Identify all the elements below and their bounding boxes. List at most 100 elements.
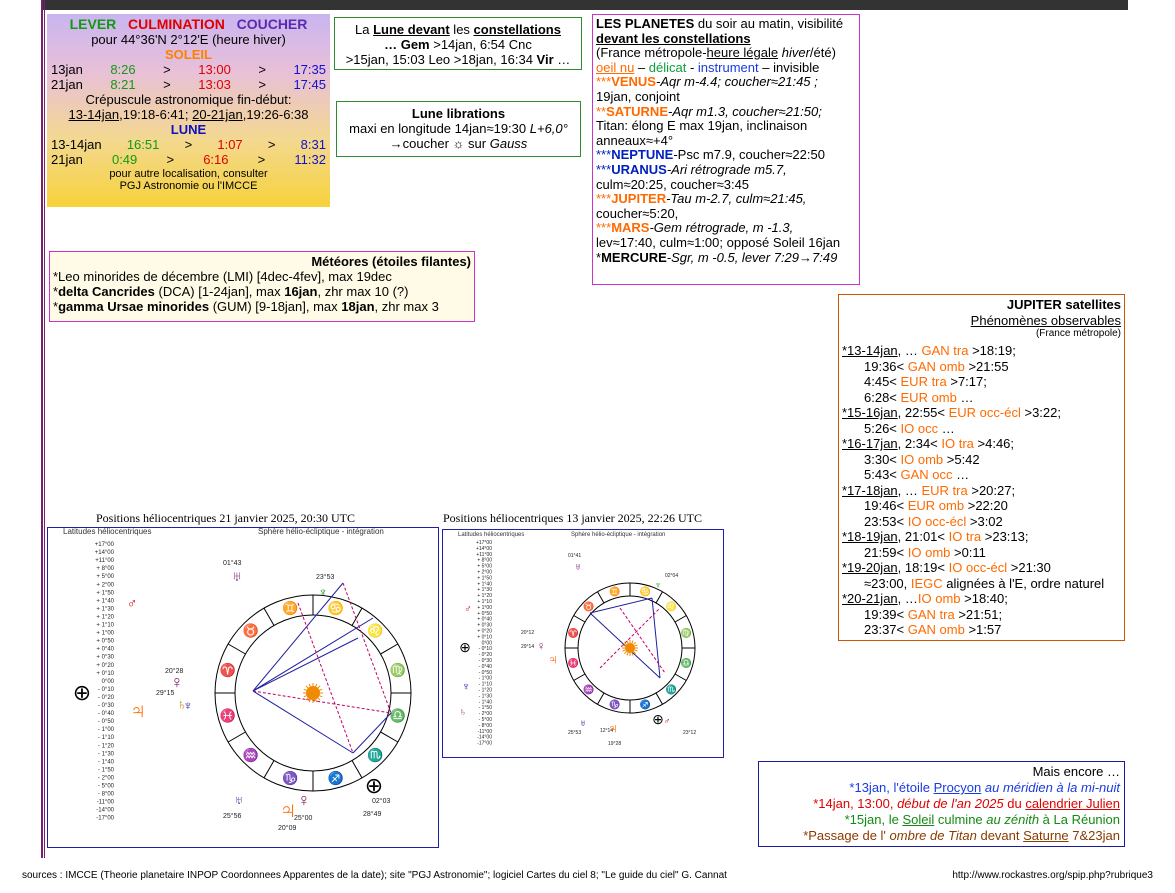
zodiac-sign: ♈ (220, 663, 236, 678)
mars-icon: ♂ (464, 604, 472, 615)
latitude-tick: +17°00 (95, 542, 115, 548)
lune-sep2: > (267, 137, 276, 152)
longitude-label: 12°14 (600, 728, 613, 734)
zodiac-sign: ♎ (390, 708, 406, 723)
neptune-small-icon: ♆ (462, 681, 470, 693)
lune-coucher: 11:32 (294, 152, 326, 167)
venus-icon: ♀ (537, 639, 546, 653)
longitude-label: 29°15 (156, 689, 174, 697)
longitude-label: 23°12 (683, 730, 696, 736)
zodiac-sign: ♑ (609, 699, 620, 710)
latitude-tick: + 8°00 (96, 566, 114, 572)
longitude-label: 25°00 (294, 814, 312, 822)
mars-small-icon: ♂ (664, 716, 671, 726)
jupiter-event-line: 5:43< GAN occ … (864, 467, 970, 482)
orbit-line (252, 690, 392, 714)
lune-title: LUNE (170, 122, 207, 137)
latitude-tick: + 0°30 (477, 623, 492, 629)
soleil-sep2: > (258, 62, 266, 77)
latitude-tick: - 2°00 (98, 775, 115, 781)
latitude-tick: - 8°00 (479, 723, 493, 729)
zodiac-sign: ♒ (583, 683, 594, 694)
longitude-label: 01°43 (223, 559, 241, 567)
jupiter-icon: ♃ (548, 651, 559, 667)
planets-box: LES PLANETES du soir au matin, visibilit… (592, 14, 860, 285)
sun-ray (634, 644, 638, 647)
latitude-tick: + 0°20 (96, 663, 114, 669)
more-title: Mais encore … (1032, 764, 1120, 779)
latitude-tick: - 0°10 (479, 646, 493, 652)
zodiac-sign: ♓ (568, 657, 579, 668)
orbit-line (252, 582, 344, 692)
latitude-tick: -11°00 (97, 800, 115, 806)
zodiac-sign: ♓ (220, 708, 236, 723)
latitude-tick: - 1°10 (479, 682, 493, 688)
sun-moon-box: LEVER CULMINATION COUCHER pour 44°36'N 2… (47, 14, 330, 207)
jupiter-event-line: *17-18jan, … EUR tra >20:27; (842, 482, 1016, 498)
orbit-line (252, 617, 374, 692)
left-rule-inner (44, 0, 45, 858)
latitude-tick: +14°00 (476, 546, 492, 552)
top-bar (42, 0, 1128, 10)
zodiac-sign: ♊ (609, 585, 620, 596)
latitude-tick: + 1°00 (96, 631, 114, 637)
lune-sep2: > (257, 152, 266, 167)
planet-jupiter: ***JUPITER-Tau m-2.7, culm≈21:45, (596, 191, 807, 207)
latitude-tick: - 1°50 (479, 705, 493, 711)
jupiter-event-line: 6:28< EUR omb … (864, 389, 974, 405)
longitude-label: 20°28 (165, 667, 183, 675)
jupiter-sat-subtitle: Phénomènes observables (970, 312, 1121, 328)
sun-ray (622, 644, 626, 647)
lune-culm: 1:07 (217, 137, 243, 152)
latitude-tick: - 0°10 (98, 687, 115, 693)
orbit-line (342, 582, 392, 714)
longitude-label: 25°56 (223, 812, 241, 820)
earth-small-icon: ⊕ (365, 773, 383, 798)
sun-ray (317, 697, 321, 701)
zodiac-sign: ♌ (367, 623, 383, 638)
orbit-line (651, 597, 661, 679)
soleil-coucher: 17:45 (293, 77, 326, 92)
legend: oeil nu – délicat - instrument – invisib… (596, 59, 820, 75)
lune-lever: 0:49 (111, 152, 138, 167)
zodiac-divider (573, 673, 586, 681)
hdr-coucher: COUCHER (236, 16, 308, 32)
sun-ray (626, 652, 629, 656)
soleil-culm: 13:03 (198, 77, 231, 92)
footer-url[interactable]: http://www.rockastres.org/spip.php?rubri… (952, 870, 1153, 881)
uranus-small-icon: ♅ (580, 718, 587, 728)
longitude-label: 20°09 (278, 824, 296, 832)
latitude-tick: - 0°20 (479, 652, 493, 658)
zodiac-divider (227, 643, 246, 655)
zodiac-sign: ♐ (640, 699, 651, 710)
latitude-tick: -14°00 (96, 808, 114, 814)
left-panel-title: Latitudes héliocentriques (458, 532, 524, 538)
latitude-tick: + 1°30 (477, 587, 492, 593)
latitude-tick: + 1°20 (96, 614, 114, 620)
soleil-culm: 13:00 (198, 62, 231, 77)
hdr-culmination: CULMINATION (127, 16, 225, 32)
sun-ray (317, 685, 321, 689)
zodiac-sign: ♉ (243, 623, 259, 638)
zodiac-sign: ♍ (681, 627, 692, 638)
soleil-lever: 8:21 (110, 77, 136, 92)
latitude-tick: - 0°30 (479, 658, 493, 664)
zodiac-divider (380, 643, 399, 655)
zodiac-sign: ♎ (681, 657, 692, 668)
lune-date: 13-14jan (51, 137, 102, 152)
earth-icon: ⊕ (73, 680, 91, 705)
jupiter-satellites-box: JUPITER satellites Phénomènes observable… (838, 294, 1125, 641)
latitude-tick: + 1°50 (477, 575, 492, 581)
longitude-label: 28°49 (363, 810, 381, 818)
zodiac-divider (351, 607, 363, 626)
jupiter-event-line: 19:36< GAN omb >21:55 (864, 358, 1009, 374)
latitude-tick: + 0°10 (477, 634, 492, 640)
sun-ray (303, 695, 307, 698)
left-rule (41, 0, 43, 858)
saturn-icon: ♄ (459, 707, 467, 718)
latitude-tick: + 1°40 (477, 581, 492, 587)
lune-coucher: 8:31 (300, 137, 326, 152)
